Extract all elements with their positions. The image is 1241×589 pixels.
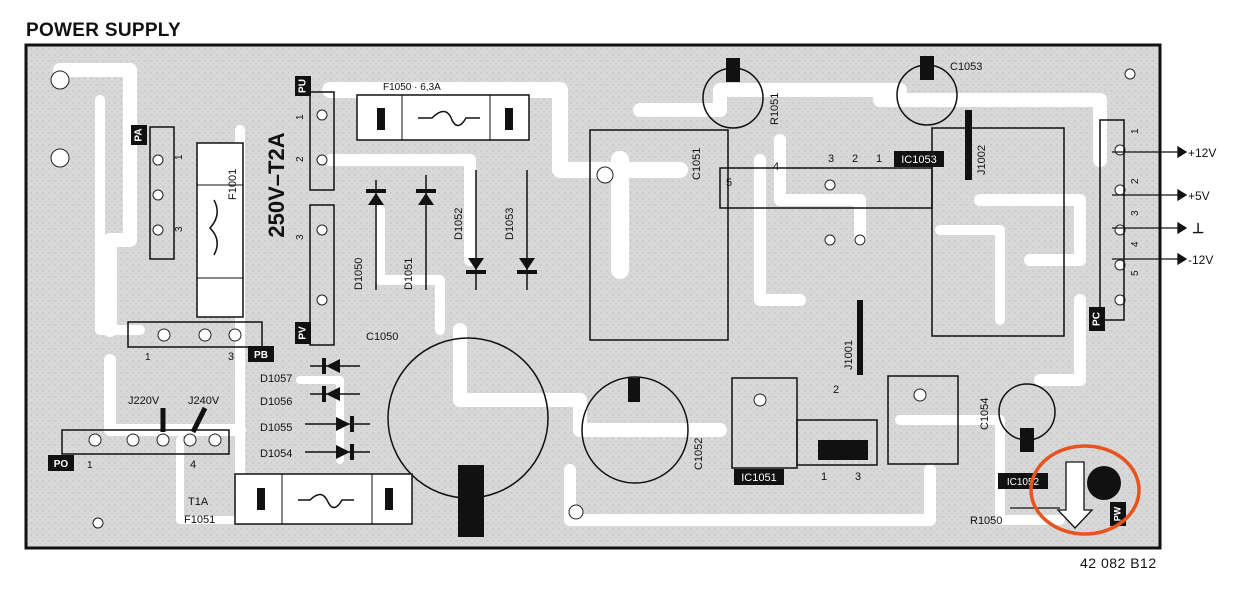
- ic1051-label: IC1051: [741, 472, 776, 484]
- ic1053-pin-1: 1: [876, 153, 882, 165]
- page-title: POWER SUPPLY: [26, 20, 181, 41]
- diode-d1055: [305, 416, 370, 432]
- fuse-t1a-label: T1A: [188, 496, 209, 508]
- jumper-j1001: [857, 300, 863, 375]
- jumper-j220v-label: J220V: [128, 395, 160, 407]
- connector-pb: [127, 321, 263, 348]
- connector-pa-tag-box: [131, 125, 147, 145]
- connector-pu: [309, 91, 335, 191]
- fuse-f1051-label: F1051: [184, 514, 215, 526]
- highlight-circle: [1029, 444, 1141, 536]
- ic1051-pin-3: 3: [855, 471, 861, 483]
- capacitor-c1052: [581, 376, 689, 484]
- connector-pb-tag: PB: [254, 350, 268, 361]
- output-ground-label: ⊥: [1192, 220, 1204, 236]
- connector-pa-tag: PA: [134, 128, 145, 141]
- capacitor-c1050-label: C1050: [366, 331, 398, 343]
- capacitor-c1051-label: C1051: [691, 148, 703, 180]
- ic1053-label: IC1053: [901, 154, 936, 166]
- jumper-j1002: [965, 110, 972, 180]
- connector-pv-tag-box: [295, 322, 311, 344]
- fuse-rating-label: 250V–T2A: [264, 132, 289, 237]
- connector-pv: [309, 204, 335, 346]
- fuse-f1050-label: F1050 · 6,3A: [383, 82, 441, 93]
- connector-po-pin-1: 1: [87, 460, 93, 471]
- diode-d1054: [305, 444, 370, 460]
- diode-d1050-label: D1050: [353, 258, 365, 290]
- resistor-r1050-label: R1050: [970, 515, 1002, 527]
- connector-po-pin-4: 4: [190, 459, 196, 471]
- diode-d1054-label: D1054: [260, 448, 292, 460]
- connector-po-tag: PO: [54, 459, 69, 470]
- ic1052-label: IC1052: [1007, 477, 1040, 488]
- connector-pc-pin-4: 4: [1130, 241, 1141, 247]
- ic1053-pin-2: 2: [852, 153, 858, 165]
- output-plus12v-label: +12V: [1188, 146, 1216, 160]
- jumper-j240v-label: J240V: [188, 395, 220, 407]
- connector-pa: [149, 126, 175, 260]
- resistor-r1051-label: R1051: [769, 93, 781, 125]
- ic1053-pin-3: 3: [828, 153, 834, 165]
- diode-d1056-label: D1056: [260, 396, 292, 408]
- output-arrows: [1112, 145, 1188, 266]
- connector-pu-pin-2: 2: [295, 156, 306, 162]
- heatsink-right-outline: [931, 127, 1065, 337]
- connector-pu-pin-1: 1: [295, 114, 306, 120]
- diode-d1057: [310, 358, 360, 374]
- connector-pc-tag: PC: [1092, 312, 1103, 326]
- fuse-f1001-holder: [196, 142, 244, 318]
- diode-d1051: [416, 175, 436, 290]
- connector-pc-pin-1: 1: [1130, 128, 1141, 134]
- connector-pw-tag: PW: [1112, 506, 1122, 521]
- diode-d1057-label: D1057: [260, 373, 292, 385]
- output-plus5v-label: +5V: [1188, 189, 1210, 203]
- ic1052-arrow-outline: [1056, 461, 1094, 529]
- ic1051-pin-1: 1: [821, 471, 827, 483]
- connector-pu-pin-3: 3: [295, 234, 306, 240]
- fuse-f1001-label: F1001: [227, 169, 239, 200]
- document-reference: 42 082 B12: [1080, 555, 1157, 571]
- jumper-j1002-label: J1002: [976, 145, 988, 175]
- diode-d1056: [310, 386, 360, 402]
- capacitor-c1052-label: C1052: [693, 438, 705, 470]
- connector-pu-tag-box: [295, 76, 311, 96]
- connector-pu-tag: PU: [298, 79, 309, 93]
- connector-pa-pin-1: 1: [174, 154, 185, 160]
- connector-pa-pin-3: 3: [174, 226, 185, 232]
- connector-pc: [1099, 119, 1125, 321]
- board-outline: [24, 43, 1162, 550]
- connector-pb-pin-1: 1: [145, 352, 151, 363]
- jumper-j1001-label: J1001: [843, 340, 855, 370]
- diode-d1053: [517, 170, 537, 290]
- fuse-f1050-holder: [356, 94, 530, 141]
- diode-d1053-label: D1053: [504, 208, 516, 240]
- connector-pc-tag-box: [1089, 307, 1105, 331]
- connector-pc-pin-2: 2: [1130, 178, 1141, 184]
- mounting-hole: [1087, 466, 1121, 500]
- ic1051-pin-2: 2: [833, 384, 839, 396]
- connector-pc-pin-5: 5: [1130, 270, 1141, 276]
- copper-traces: [53, 63, 1107, 526]
- diode-d1051-label: D1051: [403, 258, 415, 290]
- diode-d1052-label: D1052: [453, 208, 465, 240]
- heatsink-left-outline: [589, 129, 729, 341]
- connector-po: [61, 429, 230, 455]
- connector-pv-tag: PV: [298, 326, 309, 340]
- capacitor-c1054-label: C1054: [979, 398, 991, 430]
- connector-pc-pin-3: 3: [1130, 210, 1141, 216]
- ic1053-pin-5: 5: [726, 177, 732, 189]
- connector-po-tag-box: [48, 455, 74, 471]
- output-minus12v-label: -12V: [1188, 253, 1213, 267]
- diode-d1055-label: D1055: [260, 422, 292, 434]
- diode-d1050: [366, 180, 386, 290]
- connector-pb-pin-3: 3: [228, 351, 234, 363]
- diode-d1052: [466, 170, 486, 290]
- ic1053-pin-4: 4: [773, 161, 779, 173]
- connector-pb-tag-box: [248, 346, 274, 362]
- capacitor-c1053-label: C1053: [950, 61, 982, 73]
